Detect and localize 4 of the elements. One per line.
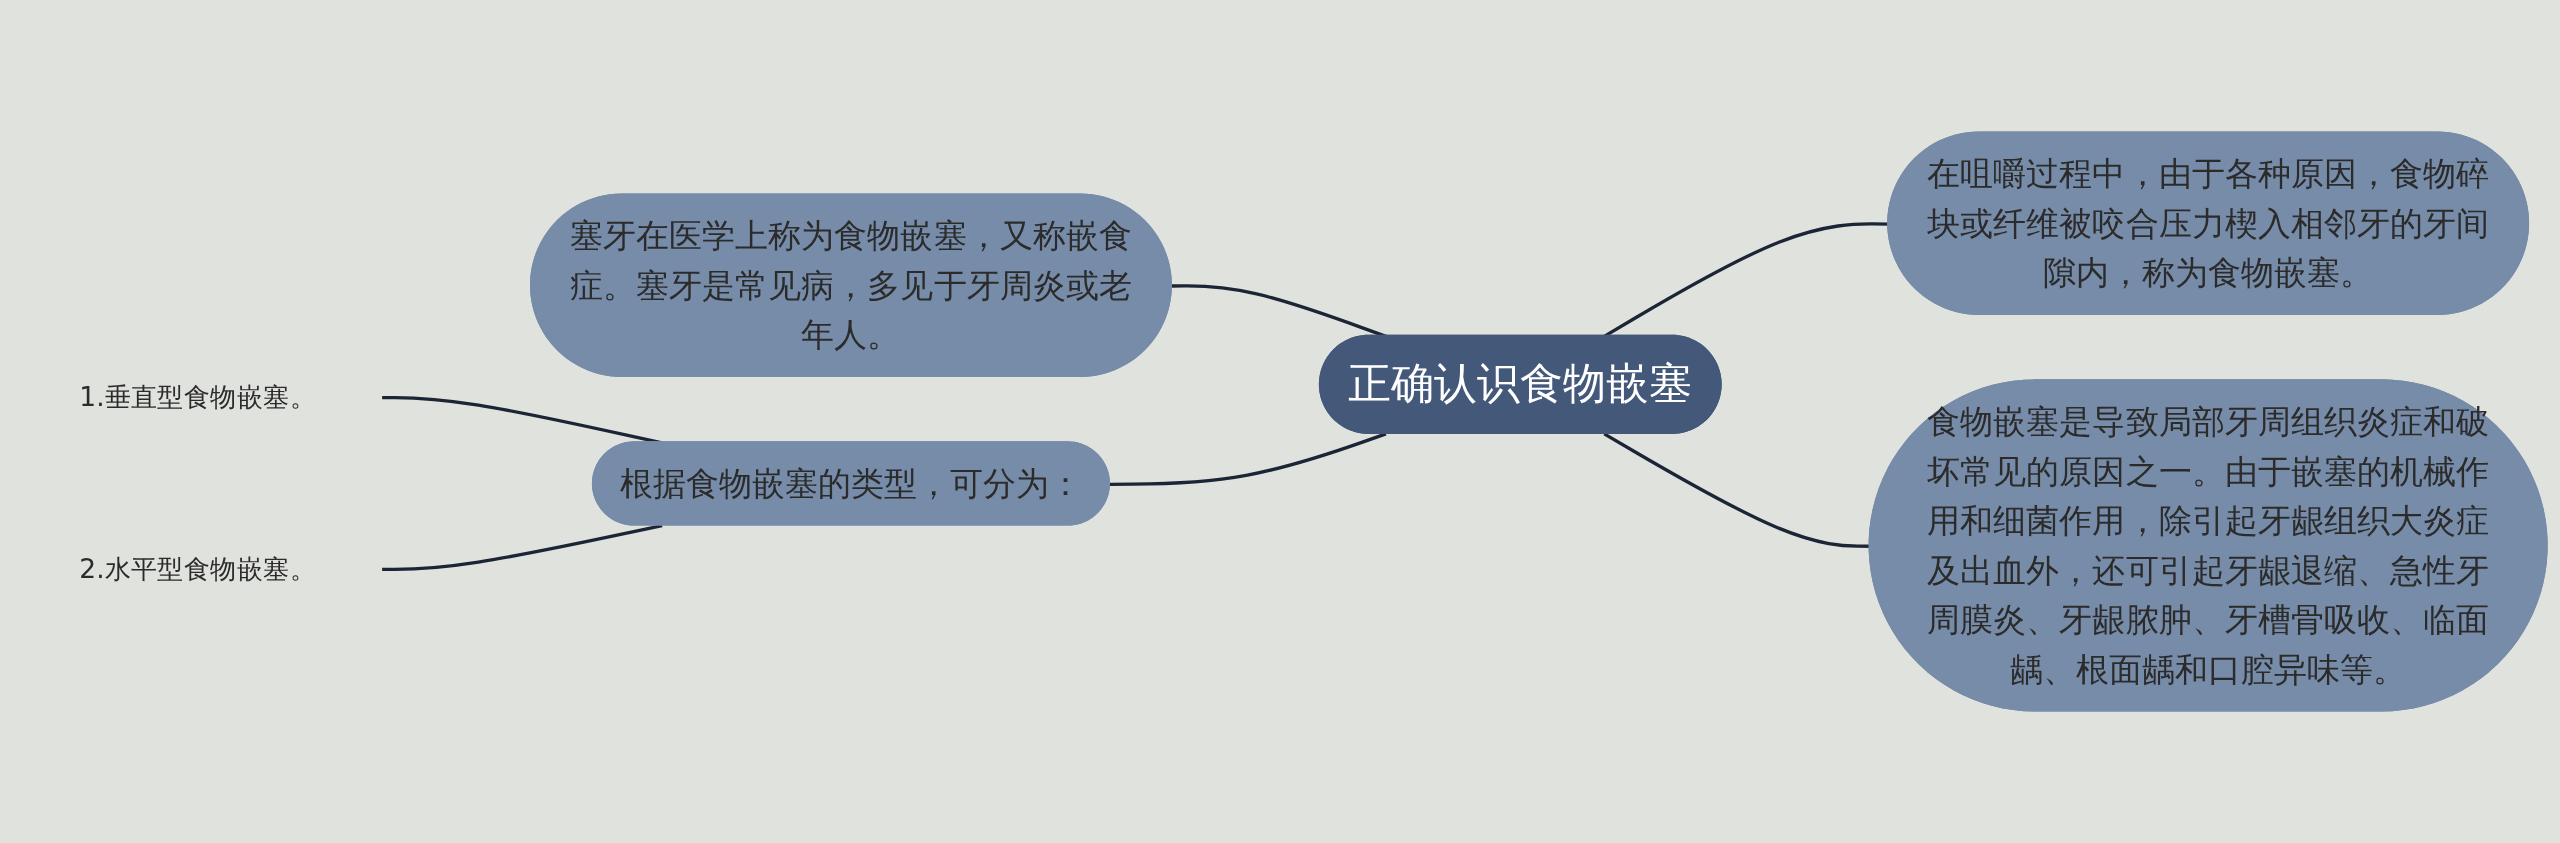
node-text: 2.水平型食物嵌塞。 [79,552,317,585]
connector [382,524,663,572]
connector [1109,432,1387,486]
node-text: 1.垂直型食物嵌塞。 [79,381,317,413]
